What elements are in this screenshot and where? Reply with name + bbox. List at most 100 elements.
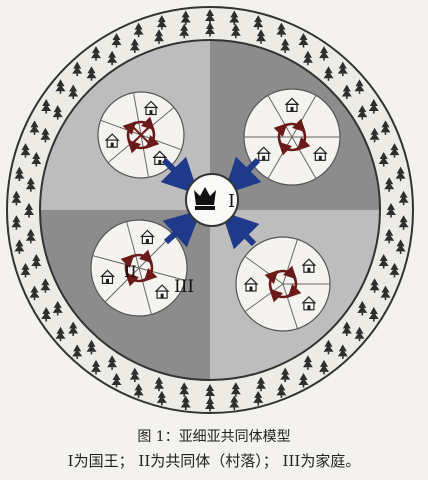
house-icon xyxy=(100,269,115,284)
tree-icon xyxy=(154,376,164,392)
tree-icon xyxy=(29,285,40,301)
cycle-arrow xyxy=(139,249,153,264)
tree-icon xyxy=(380,285,391,301)
inner-disc-border xyxy=(39,39,381,381)
tree-icon xyxy=(20,262,31,278)
tree-icon xyxy=(107,355,118,370)
arrow-top-left xyxy=(160,156,199,195)
tribute-arrows xyxy=(160,156,262,250)
tree-icon xyxy=(229,10,240,25)
tree-icon xyxy=(31,254,42,269)
cycle-arrow xyxy=(296,137,311,151)
community-cycle xyxy=(124,253,154,283)
tree-icon xyxy=(41,307,52,322)
tree-icon xyxy=(369,278,380,293)
tree-icon xyxy=(52,300,63,316)
tree-icon xyxy=(156,390,167,406)
tree-icon xyxy=(319,46,329,61)
tree-icon xyxy=(11,190,22,206)
legend-ii-text: 为共同体（村落）； xyxy=(150,452,278,470)
community-top-right xyxy=(243,88,341,186)
tree-icon xyxy=(357,300,368,316)
tree-icon xyxy=(280,367,291,383)
tree-icon xyxy=(72,61,83,77)
tree-icon xyxy=(323,66,334,81)
tree-icon xyxy=(14,166,25,182)
household-divider xyxy=(244,283,284,313)
tree-icon xyxy=(398,190,409,206)
tree-icon xyxy=(29,120,40,135)
tree-icon xyxy=(276,383,287,398)
tree-icon xyxy=(154,29,164,44)
tree-icon xyxy=(129,38,140,53)
cycle-arrow xyxy=(120,254,135,268)
community-marker: II xyxy=(124,262,137,281)
community-cycle xyxy=(126,120,156,150)
tree-icon xyxy=(369,127,380,143)
tree-icon xyxy=(52,105,63,120)
king-marker: I xyxy=(228,191,235,212)
cycle-arrow xyxy=(273,123,288,137)
household-divider xyxy=(267,95,293,138)
tree-icon xyxy=(180,395,191,410)
tree-icon xyxy=(298,373,309,388)
asiatic-community-diagram: I II III xyxy=(6,6,414,414)
legend-iii-text: 为家庭。 xyxy=(300,452,361,470)
arrow-bottom-right xyxy=(221,211,260,250)
tree-icon xyxy=(25,177,36,192)
tree-icon xyxy=(179,23,190,39)
house-icon xyxy=(312,146,328,161)
arrow-bottom-left xyxy=(162,209,202,248)
tree-icon xyxy=(253,390,264,406)
tree-icon xyxy=(395,239,406,254)
house-icon xyxy=(243,277,259,292)
cycle-arrow xyxy=(269,288,283,303)
household-divider xyxy=(291,136,317,179)
tree-icon xyxy=(55,79,66,94)
house-icon xyxy=(301,258,317,273)
tree-icon xyxy=(40,278,51,293)
tree-icon xyxy=(205,9,215,24)
tree-icon xyxy=(14,239,25,254)
tree-icon xyxy=(302,50,313,66)
figure-title: 亚细亚共同体模型 xyxy=(178,429,291,445)
figure-caption-title: 图 1：亚细亚共同体模型 xyxy=(0,426,428,446)
caption-separator: ： xyxy=(164,429,179,445)
forest-trees xyxy=(11,9,409,412)
tree-icon xyxy=(389,143,400,158)
tree-icon xyxy=(380,120,391,135)
tree-icon xyxy=(230,382,241,397)
house-icon xyxy=(139,229,155,245)
figure-prefix: 图 xyxy=(137,429,152,445)
tree-icon xyxy=(31,152,42,167)
tree-icon xyxy=(230,23,241,39)
community-top-left xyxy=(97,91,185,179)
tree-icon xyxy=(41,99,52,114)
tree-icon xyxy=(302,355,313,370)
tree-icon xyxy=(111,33,122,48)
tree-icon xyxy=(256,376,266,392)
household-marker: III xyxy=(174,277,194,297)
tree-icon xyxy=(156,15,167,30)
tree-icon xyxy=(129,367,140,383)
community-cycle xyxy=(268,269,298,299)
cycle-arrow xyxy=(278,141,292,156)
tree-icon xyxy=(229,395,240,410)
tree-icon xyxy=(179,382,190,397)
tree-icon xyxy=(378,152,389,167)
tree-icon xyxy=(11,215,22,230)
cycle-arrow xyxy=(143,268,158,282)
tree-icon xyxy=(205,397,215,412)
tree-icon xyxy=(91,359,101,375)
tree-icon xyxy=(357,105,368,120)
tree-icon xyxy=(386,203,396,218)
household-divider xyxy=(126,221,140,269)
cycle-arrow xyxy=(292,118,306,133)
cycle-arrow xyxy=(287,284,302,298)
tree-icon xyxy=(40,127,51,143)
tree-icon xyxy=(55,326,66,342)
tree-icon xyxy=(205,22,215,37)
tree-icon xyxy=(395,166,406,182)
tree-icon xyxy=(68,84,79,99)
household-divider xyxy=(140,134,149,178)
